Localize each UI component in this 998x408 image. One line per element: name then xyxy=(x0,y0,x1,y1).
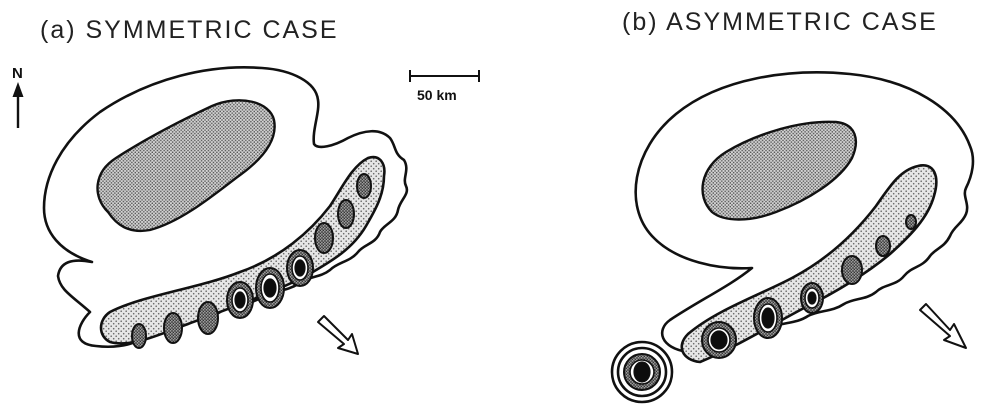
panel-a-cell-9 xyxy=(357,174,371,198)
scale-label: 50 km xyxy=(417,87,457,103)
panel-b-cell-4 xyxy=(842,256,862,284)
panel-b-cell-2 xyxy=(754,298,782,338)
panel-a-cell-1 xyxy=(132,324,146,348)
panel-b-isolated-cell xyxy=(612,342,672,402)
panel-a-title: (a) SYMMETRIC CASE xyxy=(40,16,339,44)
panel-a-cell-4 xyxy=(227,282,253,318)
panel-b-cell-6 xyxy=(906,215,916,229)
panel-a-cell-8 xyxy=(338,200,354,228)
north-arrow: N xyxy=(12,65,24,128)
panel-b-motion-arrow xyxy=(920,304,966,348)
panel-b-asymmetric xyxy=(612,72,973,402)
panel-a-symmetric xyxy=(44,67,407,354)
north-label: N xyxy=(12,65,23,82)
panel-b-cell-5 xyxy=(876,236,890,256)
panel-a-cell-2 xyxy=(164,313,182,343)
panel-a-cell-6 xyxy=(287,250,313,286)
panel-b-cell-3 xyxy=(801,283,823,313)
panel-a-cell-3 xyxy=(198,302,218,334)
panel-a-cell-7 xyxy=(315,223,333,253)
scale-bar: 50 km xyxy=(410,70,479,103)
panel-b-cell-1 xyxy=(702,322,736,358)
panel-a-cell-5 xyxy=(256,268,284,308)
panel-a-motion-arrow xyxy=(318,316,358,354)
panel-b-title: (b) ASYMMETRIC CASE xyxy=(622,8,938,36)
